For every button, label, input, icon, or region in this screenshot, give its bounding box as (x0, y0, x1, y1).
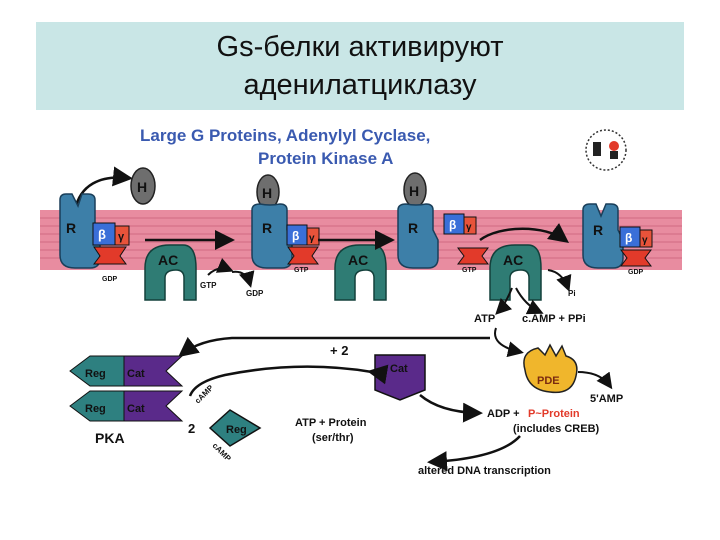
adenylyl-cyclase-1: AC (144, 244, 197, 301)
receptor-label: R (66, 220, 76, 236)
five-amp-label: 5'AMP (590, 393, 623, 405)
hormone-3: H (403, 172, 427, 208)
p-protein-label: P~Protein (528, 408, 580, 420)
camp-ppi-label: c.AMP + PPi (522, 313, 586, 325)
g-protein-4: β γ GDP (619, 226, 653, 276)
gdp-label: GDP (246, 289, 264, 298)
hormone-1: H (130, 167, 156, 205)
arrow-stage-3-4 (479, 223, 570, 243)
altered-dna-label: altered DNA transcription (418, 465, 551, 477)
receptor-label: R (262, 220, 272, 236)
ser-thr-label: (ser/thr) (312, 432, 354, 444)
cat-phosphorylation-arrow (419, 394, 483, 423)
gtp-small-label: GTP (294, 267, 309, 274)
adenylyl-cyclase-3: AC (489, 244, 542, 301)
figure-heading-line-2: Protein Kinase A (258, 149, 393, 168)
reg-label-1: Reg (85, 368, 106, 380)
creb-to-dna-arrow (427, 435, 521, 472)
gtp-small-label: GTP (462, 267, 477, 274)
gdp-out-arrow (231, 270, 255, 288)
hormone-label: H (137, 179, 147, 195)
reg-camp-complex: Reg (208, 409, 262, 447)
cat-label-2: Cat (127, 403, 145, 415)
cat-release-arrow (188, 364, 389, 397)
gamma-subunit-label: γ (642, 235, 648, 246)
slide-title: Gs-белки активируют аденилатциклазу (36, 28, 684, 104)
gdp-small-label: GDP (102, 276, 118, 283)
gtp-in-arrow (207, 258, 234, 276)
gamma-subunit-label: γ (118, 231, 125, 243)
camp-to-pde-arrow (494, 327, 524, 358)
title-line-2: аденилатциклазу (243, 69, 477, 101)
atp-protein-label: ATP + Protein (295, 417, 367, 429)
pi-label: Pi (568, 289, 576, 298)
atp-in-arrow (495, 287, 513, 315)
g-protein-3: β γ GTP (443, 213, 489, 274)
pde-enzyme: PDE (523, 343, 578, 394)
receptor-3: R (397, 203, 439, 269)
two-label: 2 (188, 421, 195, 436)
pde-label: PDE (537, 375, 560, 387)
receptor-1: R (59, 193, 101, 269)
g-protein-2: β γ GTP (286, 224, 320, 274)
beta-subunit-label: β (449, 218, 456, 232)
figure-heading-line-1: Large G Proteins, Adenylyl Cyclase, (140, 126, 430, 145)
pka-complex: Reg Cat Reg Cat (69, 355, 184, 422)
receptor-label: R (593, 222, 603, 238)
gamma-subunit-label: γ (466, 222, 472, 233)
hormone-label: H (409, 183, 419, 199)
includes-creb-label: (includes CREB) (513, 423, 600, 435)
hormone-label: H (262, 185, 272, 201)
receptor-2: R (251, 203, 293, 269)
ac-label: AC (503, 252, 523, 268)
camp-to-pka-arrow (178, 336, 490, 358)
reg-label-2: Reg (85, 403, 106, 415)
plus-two-label: + 2 (330, 343, 348, 358)
pka-label: PKA (95, 430, 125, 446)
cat-label-1: Cat (127, 368, 145, 380)
camp-out-arrow (515, 287, 544, 315)
gdp-small-label: GDP (628, 269, 644, 276)
receptor-label: R (408, 220, 418, 236)
ac-label: AC (348, 252, 368, 268)
reg-label-free: Reg (226, 424, 247, 436)
beta-subunit-label: β (98, 227, 106, 242)
title-band (36, 22, 684, 110)
cat-subunit: Cat (374, 354, 426, 401)
title-line-1: Gs-белки активируют (216, 31, 504, 63)
ac-label: AC (158, 252, 178, 268)
adp-label: ADP + (487, 408, 520, 420)
pi-out-arrow (547, 269, 572, 292)
pde-to-amp-arrow (577, 371, 613, 390)
adenylyl-cyclase-2: AC (334, 244, 387, 301)
gtp-label: GTP (200, 281, 217, 290)
beta-subunit-label: β (292, 229, 299, 243)
g-protein-1: β γ GDP (92, 222, 130, 283)
gamma-subunit-label: γ (309, 233, 315, 244)
atp-label: ATP (474, 313, 495, 325)
beta-subunit-label: β (625, 231, 632, 245)
logo-stamp-icon (585, 129, 627, 171)
cat-label-free: Cat (390, 363, 408, 375)
receptor-4: R (582, 203, 624, 269)
